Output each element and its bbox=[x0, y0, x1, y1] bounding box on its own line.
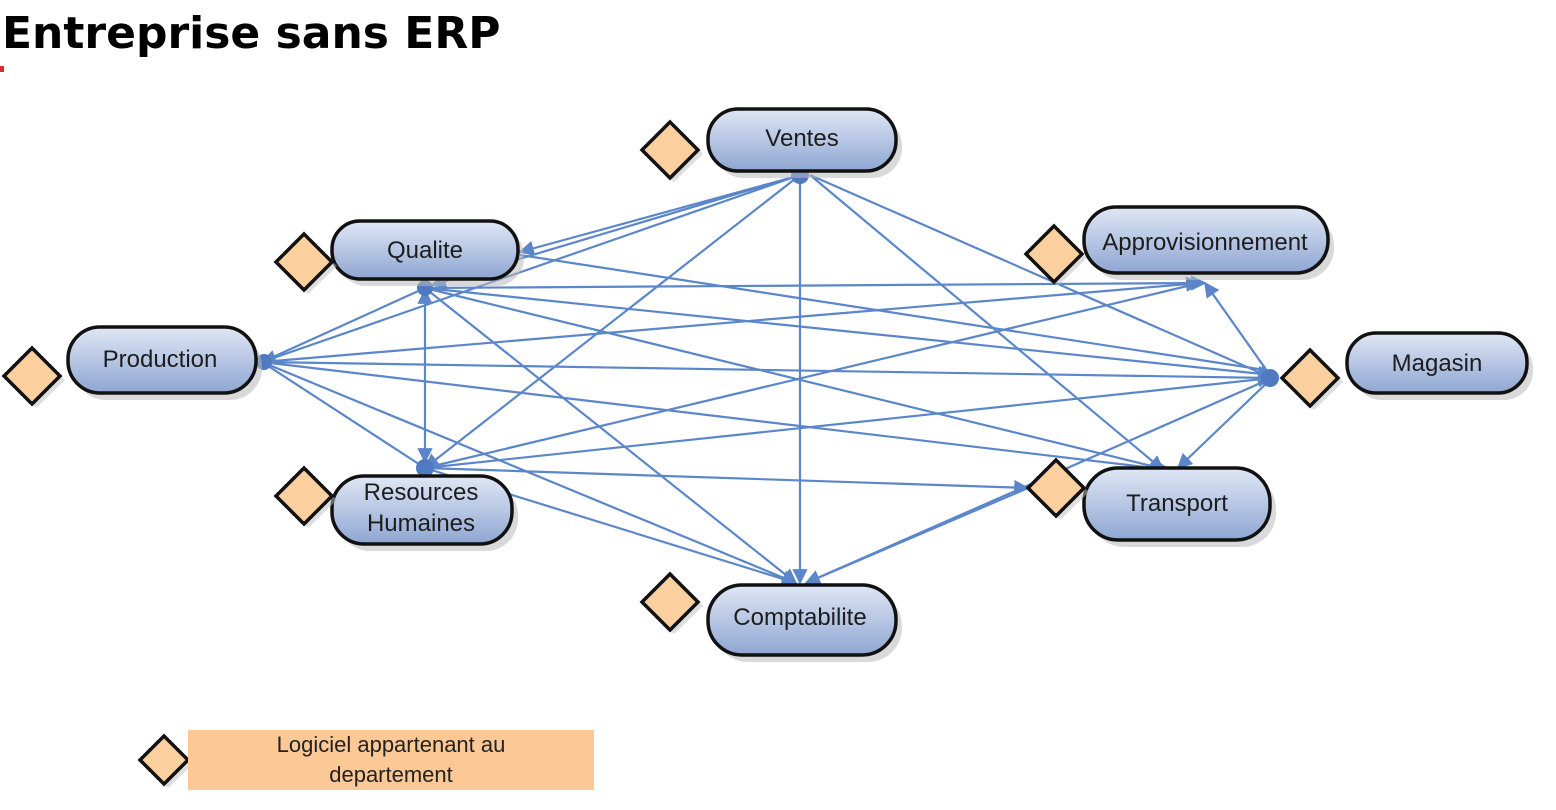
link-qualite-appro bbox=[424, 275, 1207, 291]
link-ventes-qualite-2 bbox=[518, 176, 791, 256]
node-rh-label-line1: Resources bbox=[364, 479, 479, 506]
software-diamond-approvisionnement bbox=[1023, 223, 1087, 286]
software-diamond-qualite bbox=[273, 231, 337, 294]
link-production-appro bbox=[261, 276, 1202, 364]
link-ventes-production bbox=[260, 173, 801, 365]
node-transport-label: Transport bbox=[1126, 490, 1228, 517]
red-marker bbox=[0, 66, 4, 72]
link-transport-comptabilite bbox=[804, 486, 1029, 585]
node-transport: Transport bbox=[1082, 466, 1276, 547]
software-diamond-ventes bbox=[639, 119, 703, 182]
node-magasin: Magasin bbox=[1345, 331, 1533, 400]
link-magasin-appro bbox=[1204, 281, 1273, 379]
node-magasin-label: Magasin bbox=[1392, 350, 1483, 377]
software-diamond-production bbox=[1, 345, 65, 408]
software-diamond-magasin bbox=[1279, 347, 1343, 410]
legend-label-box: Logiciel appartenant au departement bbox=[188, 730, 594, 790]
node-approvisionnement: Approvisionnement bbox=[1082, 205, 1334, 280]
link-rh-appro bbox=[424, 281, 1201, 470]
hub-magasin bbox=[1261, 369, 1279, 387]
link-production-transport bbox=[261, 360, 1172, 477]
link-ventes-transport bbox=[809, 174, 1165, 471]
legend-diamond-icon bbox=[137, 733, 193, 788]
link-qualite-magasin bbox=[424, 286, 1274, 382]
link-production-magasin bbox=[261, 360, 1274, 386]
link-ventes-magasin bbox=[809, 173, 1274, 380]
node-ventes: Ventes bbox=[706, 107, 902, 178]
link-qualite-production bbox=[261, 286, 426, 364]
node-comptabilite: Comptabilite bbox=[706, 583, 902, 662]
link-qualite-magasin-2 bbox=[519, 253, 1266, 372]
node-rh-label-line2: Humaines bbox=[367, 510, 475, 537]
software-diamond-transport bbox=[1025, 457, 1089, 520]
hub-rh bbox=[416, 459, 434, 477]
link-qualite-comptabilite bbox=[424, 287, 798, 584]
link-magasin-transport bbox=[1176, 377, 1273, 470]
link-rh-transport bbox=[424, 466, 1030, 496]
link-rh-magasin bbox=[424, 371, 1274, 470]
node-approvisionnement-label: Approvisionnement bbox=[1102, 229, 1308, 256]
link-production-rh bbox=[261, 361, 426, 469]
page-title: Entreprise sans ERP bbox=[2, 8, 501, 59]
software-diamond-comptabilite bbox=[639, 571, 703, 634]
node-ventes-label: Ventes bbox=[765, 125, 838, 152]
node-qualite-label: Qualite bbox=[387, 237, 463, 264]
node-production: Production bbox=[66, 325, 262, 400]
legend-label: Logiciel appartenant au departement bbox=[276, 732, 506, 787]
node-comptabilite-label: Comptabilite bbox=[733, 604, 866, 631]
node-qualite: Qualite bbox=[330, 219, 524, 286]
node-production-label: Production bbox=[103, 346, 218, 373]
software-diamond-rh bbox=[273, 465, 337, 528]
node-resources-humaines: Resources Humaines bbox=[330, 474, 518, 551]
link-ventes-rh bbox=[423, 174, 801, 469]
